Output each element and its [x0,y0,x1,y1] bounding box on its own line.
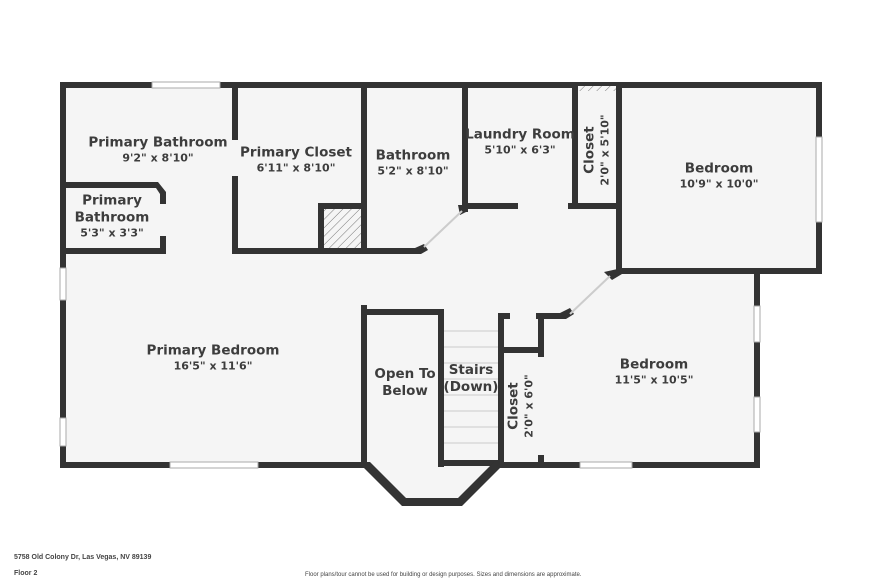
floor-label: Floor 2 [14,570,38,577]
walls [60,82,822,506]
windows [59,81,823,469]
address: 5758 Old Colony Dr, Las Vegas, NV 89139 [14,554,152,561]
disclaimer: Floor plans/tour cannot be used for buil… [305,572,582,578]
stair-treads [444,330,498,444]
room-stairs: Stairs(Down) [443,362,499,395]
hatched-area [324,209,361,248]
